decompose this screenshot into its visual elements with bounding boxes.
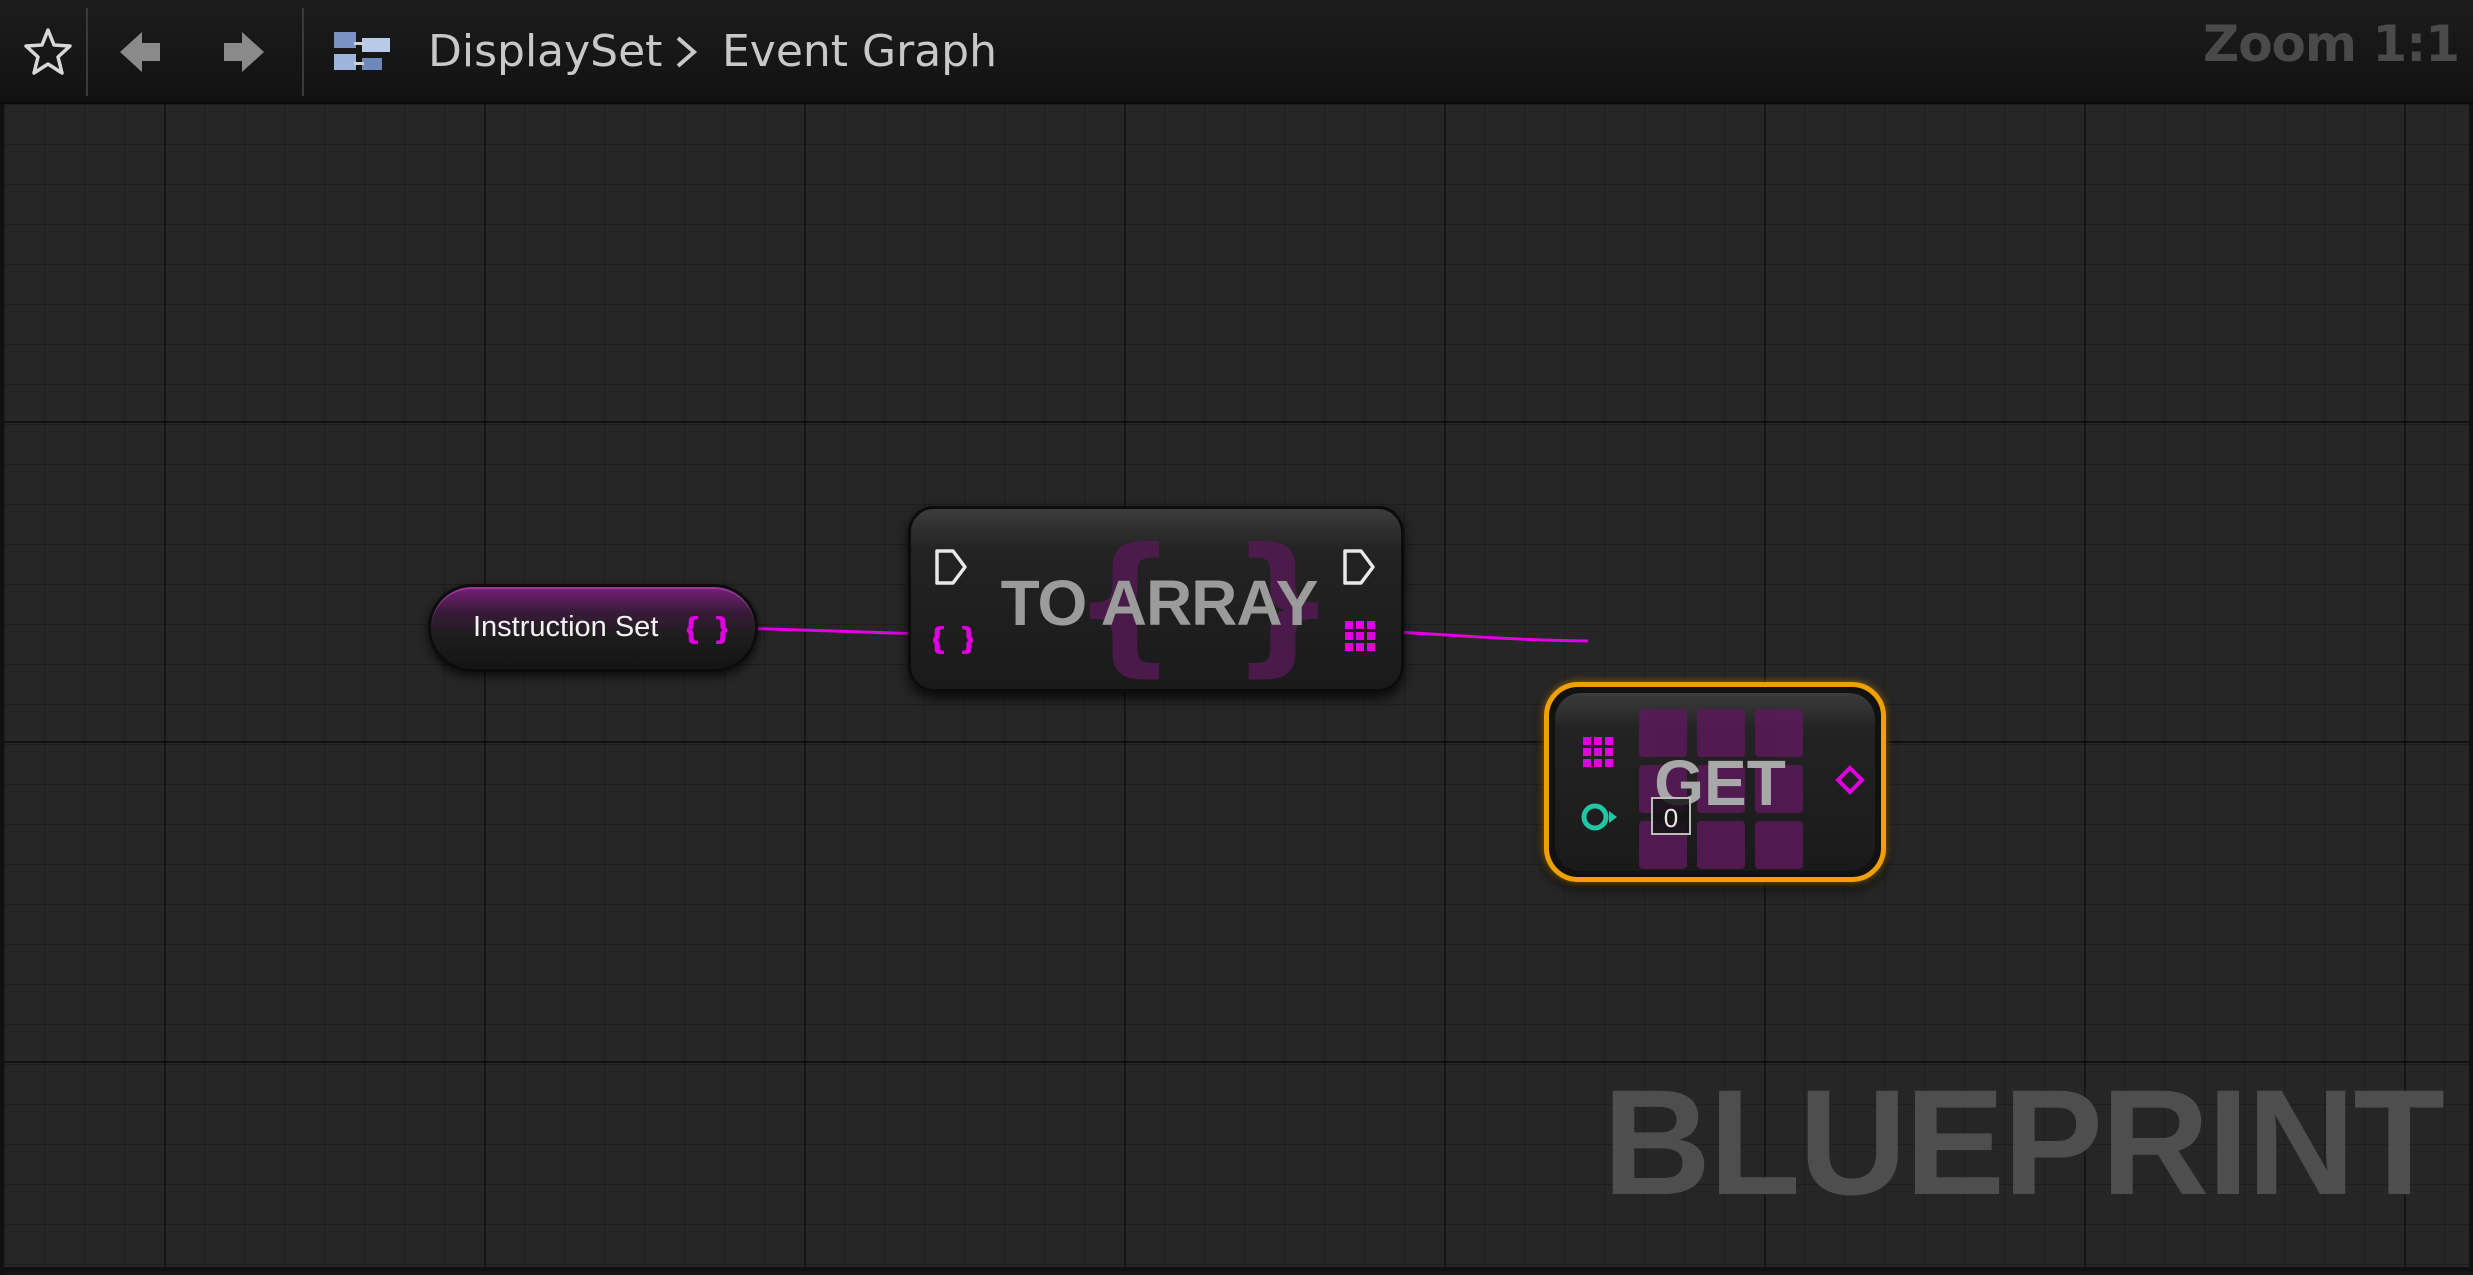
- instruction-set-node[interactable]: Instruction Set { }: [428, 584, 758, 672]
- set-pin-icon[interactable]: { }: [680, 609, 733, 653]
- struct-pin-icon[interactable]: [1835, 765, 1865, 799]
- set-pin-icon[interactable]: { }: [926, 619, 979, 663]
- array-pin-icon[interactable]: [1343, 619, 1377, 657]
- svg-text:{ }: { }: [933, 622, 973, 657]
- svg-text:{ }: { }: [687, 612, 727, 647]
- to-array-node[interactable]: { } TO ARRAY { }: [908, 506, 1404, 692]
- forward-button[interactable]: [206, 14, 282, 90]
- get-node[interactable]: GET 0: [1544, 682, 1886, 882]
- chevron-right-icon: [672, 34, 702, 74]
- arrow-right-icon: [224, 32, 264, 72]
- index-input[interactable]: 0: [1651, 797, 1691, 835]
- graph-toolbar: DisplaySet Event Graph Zoom 1:1: [0, 0, 2473, 104]
- arrow-left-icon: [120, 32, 160, 72]
- zoom-label: Zoom 1:1: [2202, 15, 2460, 73]
- node-body: GET 0: [1555, 693, 1875, 871]
- blueprint-graph-icon: [334, 32, 390, 70]
- exec-out-icon[interactable]: [1341, 547, 1377, 591]
- wire-toarray-to-get: [1373, 629, 1589, 643]
- array-watermark-icon: [1637, 707, 1807, 871]
- array-pin-icon[interactable]: [1581, 735, 1615, 773]
- toolbar-separator: [302, 8, 304, 96]
- node-watermark: { }: [1071, 517, 1337, 691]
- node-title: TO ARRAY: [1000, 567, 1319, 639]
- graph-type-button[interactable]: [324, 14, 400, 90]
- back-button[interactable]: [102, 14, 178, 90]
- blueprint-watermark: BLUEPRINT: [1602, 1058, 2445, 1226]
- breadcrumb-current[interactable]: Event Graph: [722, 26, 997, 77]
- node-label: Instruction Set: [473, 611, 659, 643]
- toolbar-separator: [86, 8, 88, 96]
- integer-pin-icon[interactable]: [1579, 799, 1623, 839]
- favorite-button[interactable]: [10, 14, 86, 90]
- graph-canvas[interactable]: Instruction Set { } { } TO ARRAY: [4, 104, 2473, 1271]
- breadcrumb-root[interactable]: DisplaySet: [428, 26, 663, 77]
- star-outline-icon: [24, 28, 72, 75]
- exec-in-icon[interactable]: [933, 547, 969, 591]
- canvas-border: [0, 104, 4, 1275]
